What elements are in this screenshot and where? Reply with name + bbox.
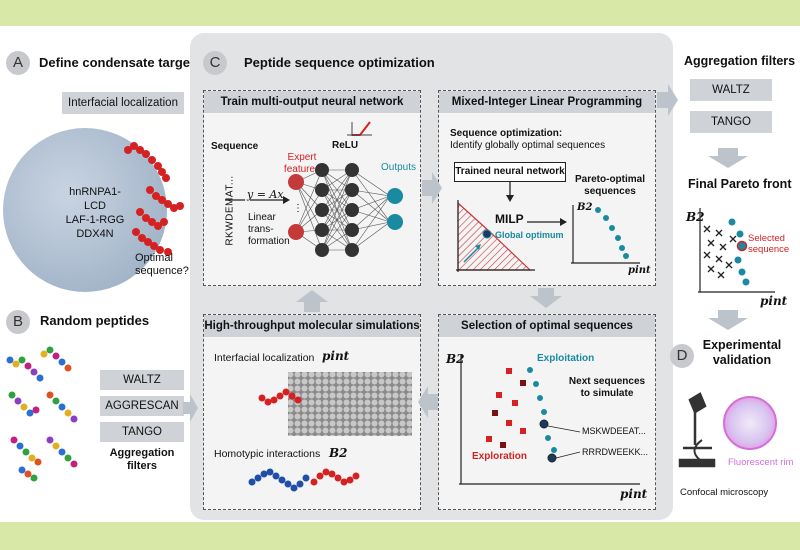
protein-laf1: LAF-1-RGG [65, 214, 125, 226]
expert-features-label: Expert features [283, 152, 321, 175]
global-optimum-label: Global optimum [495, 230, 564, 240]
simulation-slab [288, 372, 412, 436]
arrow-train-to-milp [422, 172, 442, 204]
sim-blue-peptide [248, 468, 310, 492]
arrow-pareto-to-validation [708, 310, 748, 330]
exploration-label: Exploration [472, 451, 528, 462]
arrow-selection-to-sim [418, 386, 438, 418]
sim-interfacial-symbol: pint [322, 349, 350, 363]
panel-c-title: Peptide sequence optimization [244, 55, 435, 70]
linear-equation: y = Ax [247, 188, 284, 201]
fluorescent-droplet [723, 396, 777, 450]
global-optimum-point [482, 229, 492, 239]
hidden-layer-2 [345, 163, 359, 257]
hidden-layer-1 [315, 163, 329, 257]
linear-transformation-label: Linear trans- formation [248, 212, 290, 247]
sim-homotypic-symbol: B2 [329, 446, 348, 460]
protein-hnrnpa1: hnRNPA1-LCD [69, 186, 121, 212]
confocal-microscopy-label: Confocal microscopy [680, 487, 769, 498]
arrow-sim-to-train [296, 290, 328, 312]
milp-header: Mixed-Integer Linear Programming [439, 91, 655, 113]
simulations-header: High-throughput molecular simulations [204, 315, 420, 337]
outputs-label: Outputs [381, 162, 417, 173]
arrow-b-to-c [183, 394, 198, 422]
interfacial-localization-bar: Interfacial localization [62, 92, 184, 114]
milp-label: MILP [495, 212, 524, 226]
condensate-droplet [3, 128, 167, 292]
fluorescent-rim-label: Fluorescent rim [728, 457, 794, 468]
milp-subtitle: Sequence optimization: [450, 128, 563, 139]
milp-y-axis: B2 [577, 202, 593, 213]
train-network-box: Train multi-output neural network [203, 90, 421, 286]
panel-d-title: Experimental validation [702, 338, 782, 367]
pareto-optimal-label: Pareto-optimal sequences [575, 174, 646, 197]
filter-waltz-b: WALTZ [100, 370, 184, 390]
random-peptides-cluster [6, 346, 78, 482]
panel-d-badge: D [670, 344, 694, 368]
exploration-points [486, 368, 526, 448]
peptide-chains-red [124, 142, 184, 256]
sim-interfacial-label: Interfacial localization [214, 352, 315, 364]
filter-tango-b: TANGO [100, 422, 184, 442]
sim-homotypic-label: Homotypic interactions [214, 448, 321, 460]
selection-header: Selection of optimal sequences [439, 315, 655, 337]
sim-red-peptide-2 [310, 468, 360, 486]
sequence-label: Sequence [211, 141, 259, 152]
pareto-points-milp [595, 207, 629, 259]
arrow-filters-to-pareto [708, 148, 748, 168]
trained-network-box: Trained neural network [454, 162, 566, 182]
sim-red-peptide [258, 388, 302, 406]
filter-aggrescan-b: AGGRESCAN [100, 396, 184, 416]
expert-node-2 [288, 224, 304, 240]
milp-subtitle2: Identify globally optimal sequences [450, 140, 606, 151]
arrow-to-aggregation [657, 84, 678, 116]
expert-node-1 [288, 174, 304, 190]
filter-tango-right: TANGO [690, 111, 772, 133]
filter-waltz-right: WALTZ [690, 79, 772, 101]
next-sequence-1: MSKWDEEAT... [582, 426, 646, 436]
panel-a-badge: A [6, 51, 30, 75]
pareto-crosses [703, 225, 737, 279]
optimal-sequence-question: Optimal sequence? [135, 252, 189, 277]
pareto-circles [728, 218, 750, 286]
output-node-1 [387, 188, 403, 204]
pareto-x-axis: pint [760, 294, 788, 308]
selected-sequence-point [736, 240, 748, 252]
arrow-milp-to-selection [530, 288, 562, 308]
protein-list: hnRNPA1-LCD LAF-1-RGG DDX4N [60, 185, 130, 241]
microscope-icon [678, 392, 716, 468]
next-sequence-2: RRRDWEEKK... [582, 447, 649, 457]
protein-ddx4n: DDX4N [76, 228, 114, 240]
aggregation-filters-title: Aggregation filters [684, 54, 796, 68]
panel-b-title: Random peptides [40, 313, 150, 328]
selected-sequence-label: Selected sequence [748, 233, 790, 255]
output-node-2 [387, 214, 403, 230]
next-sequences-label: Next sequences to simulate [568, 376, 646, 399]
selection-x-axis: pint [620, 487, 648, 501]
selection-y-axis: B2 [446, 352, 465, 366]
exploitation-label: Exploitation [537, 353, 595, 364]
final-pareto-title: Final Pareto front [688, 177, 792, 191]
relu-label: ReLU [332, 140, 359, 151]
aggregation-filters-label-b: Aggregation filters [109, 447, 175, 472]
train-network-header: Train multi-output neural network [204, 91, 420, 113]
milp-x-axis: pint [628, 265, 651, 276]
exploitation-points [527, 367, 557, 453]
panel-a-title: Define condensate target [39, 55, 195, 70]
panel-b-badge: B [6, 310, 30, 334]
expert-ellipsis: ⋮ [293, 203, 303, 214]
panel-c-badge: C [203, 51, 227, 75]
